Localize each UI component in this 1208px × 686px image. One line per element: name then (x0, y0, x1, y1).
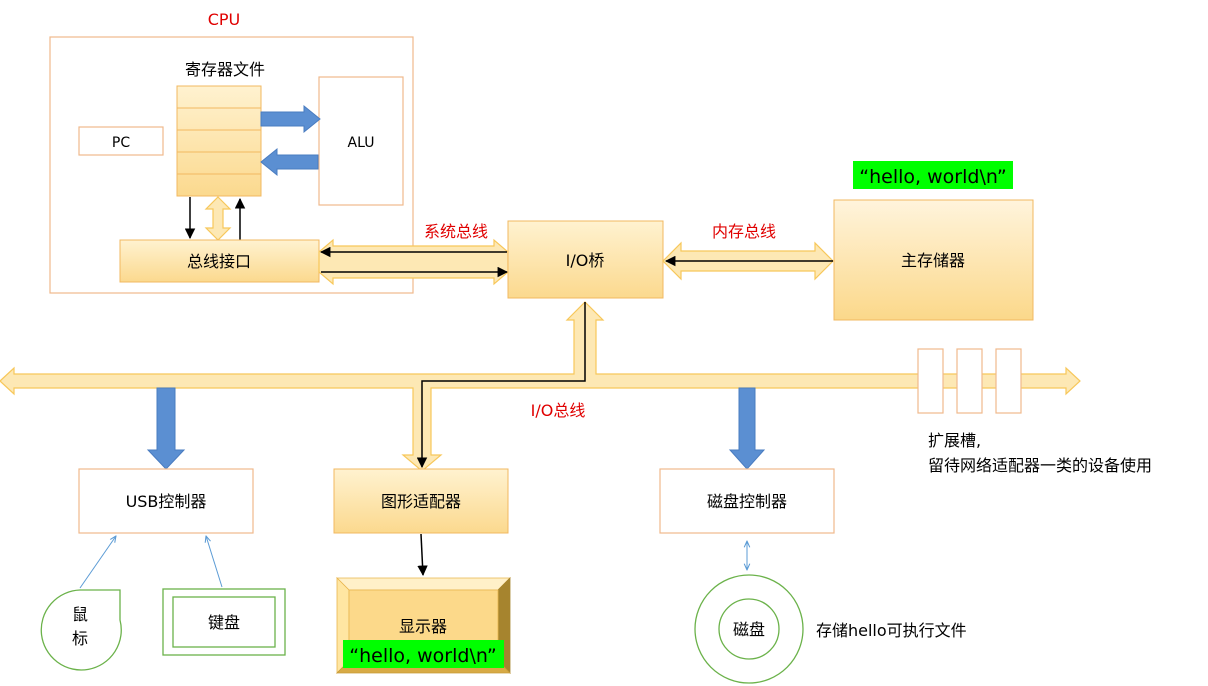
io-bus-label: I/O总线 (531, 401, 586, 420)
register-bus-double-arrow (204, 196, 232, 241)
system-bus-label: 系统总线 (424, 222, 488, 241)
register-to-alu-arrow (260, 104, 321, 134)
graphics-adapter-box (333, 468, 509, 534)
main-memory-label: 主存储器 (901, 251, 965, 270)
memory-hello-text: “hello, world\n” (859, 166, 1006, 188)
memory-bus-label: 内存总线 (712, 222, 776, 241)
io-bus (0, 301, 1081, 472)
expansion-slot (917, 348, 944, 414)
keyboard-inner (172, 596, 276, 648)
keyboard-label: 键盘 (208, 613, 240, 632)
register-file-label: 寄存器文件 (185, 60, 265, 79)
disk-controller-box (659, 468, 835, 534)
bus-interface-box (119, 239, 320, 283)
disk-label: 磁盘 (733, 620, 765, 639)
display-label: 显示器 (399, 617, 447, 636)
mouse-label-line1: 鼠 (72, 605, 88, 624)
io-bridge-box (507, 220, 664, 299)
pc-box (78, 126, 164, 156)
register-file (176, 85, 262, 197)
expansion-note-line1: 扩展槽, (928, 431, 981, 450)
expansion-slot (956, 348, 983, 414)
system-bus (318, 238, 509, 286)
bus-to-usb-arrow (146, 387, 186, 470)
io-bridge-label: I/O桥 (566, 251, 605, 270)
cpu-title: CPU (208, 10, 241, 29)
usb-controller-label: USB控制器 (126, 492, 207, 511)
disk-controller-label: 磁盘控制器 (707, 492, 787, 511)
io-bus-path-to-graphics (416, 302, 586, 469)
graphics-adapter-label: 图形适配器 (381, 492, 461, 511)
display-hello-text: “hello, world\n” (349, 645, 496, 667)
bus-interface-label: 总线接口 (187, 252, 251, 271)
alu-label: ALU (348, 135, 375, 151)
display-hello-highlight (343, 640, 504, 668)
graphics-to-display-line (417, 533, 428, 577)
cpu-box (49, 36, 414, 294)
memory-hello-highlight (853, 161, 1013, 189)
alu-to-register-arrow (260, 147, 319, 177)
alu-box (318, 76, 404, 206)
main-memory-box (833, 199, 1034, 321)
mouse-to-usb-line (79, 536, 116, 589)
disk-inner (718, 598, 780, 660)
usb-controller-box (78, 468, 254, 534)
expansion-slot (995, 348, 1022, 414)
pc-label: PC (112, 135, 130, 151)
disk-note: 存储hello可执行文件 (816, 621, 967, 640)
bus-to-disk-controller-arrow (728, 387, 766, 470)
mouse-shape (40, 589, 122, 671)
mouse-label-line2: 标 (72, 629, 88, 648)
expansion-note-line2: 留待网络适配器一类的设备使用 (928, 456, 1152, 475)
keyboard-to-usb-line (206, 536, 223, 588)
